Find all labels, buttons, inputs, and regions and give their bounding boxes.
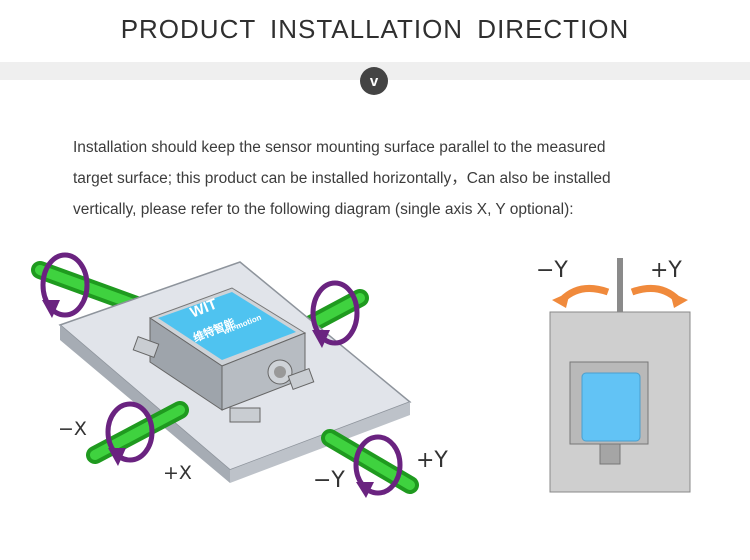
rotation-arrow-icon bbox=[40, 252, 90, 318]
rotation-arrow-icon bbox=[105, 401, 155, 463]
minus-x-label: −X bbox=[58, 418, 87, 440]
rotation-arrow-icon bbox=[310, 280, 360, 346]
plus-x-label: +X bbox=[163, 462, 192, 484]
rotation-arrows bbox=[40, 252, 403, 496]
vertical-plus-y-label: +Y bbox=[650, 258, 682, 283]
description-line: target surface; this product can be inst… bbox=[73, 170, 611, 187]
plus-y-label: +Y bbox=[416, 448, 448, 473]
page-title: PRODUCT INSTALLATION DIRECTION bbox=[120, 14, 630, 44]
minus-y-label: −Y bbox=[313, 468, 345, 493]
vertical-minus-y-label: −Y bbox=[536, 258, 568, 283]
rotation-arrow-icon bbox=[353, 434, 403, 496]
installation-description: Installation should keep the sensor moun… bbox=[73, 132, 693, 225]
sensor-housing bbox=[132, 287, 315, 423]
chevron-down-icon: v bbox=[360, 67, 388, 95]
description-line: Installation should keep the sensor moun… bbox=[73, 139, 606, 156]
vertical-sensor bbox=[581, 372, 641, 442]
description-line: vertically, please refer to the followin… bbox=[73, 201, 574, 218]
